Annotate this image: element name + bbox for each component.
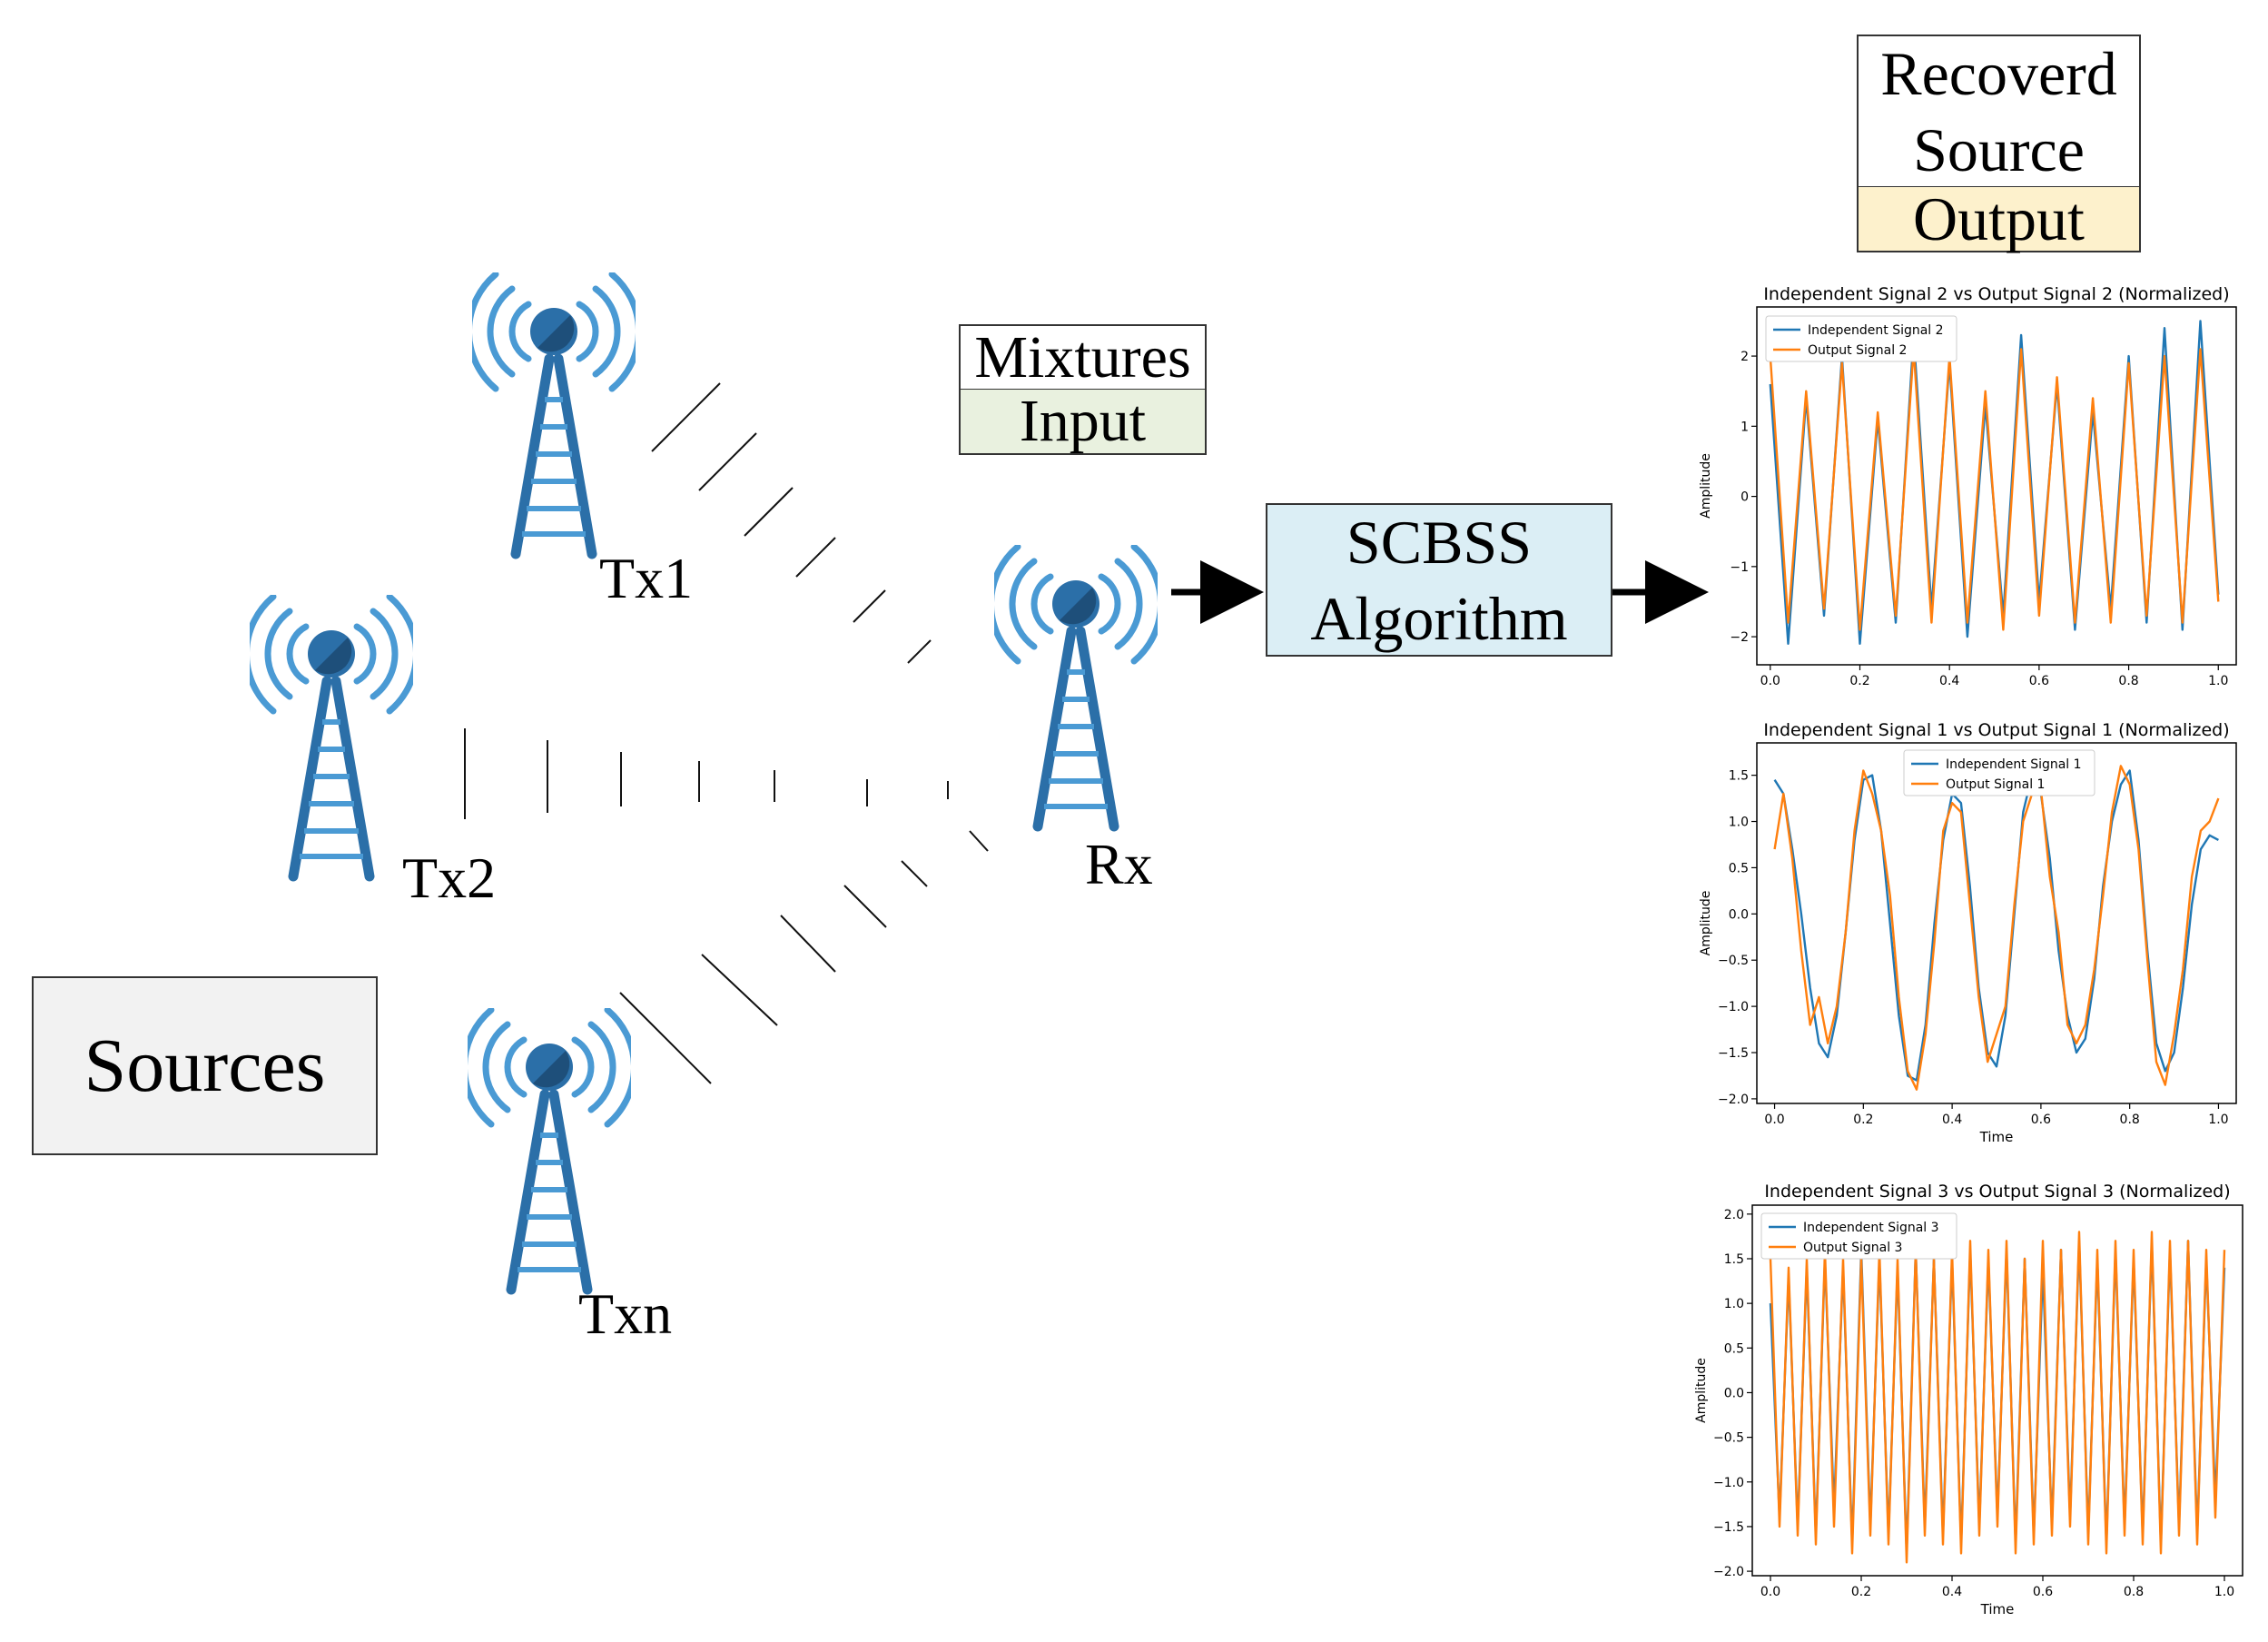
sources-box: Sources xyxy=(32,976,378,1155)
chart-title: Independent Signal 3 vs Output Signal 3 … xyxy=(1764,1182,2230,1202)
y-tick-label: −2.0 xyxy=(1713,1565,1744,1579)
chart-1: Independent Signal 2 vs Output Signal 2 … xyxy=(1699,284,2237,688)
x-tick-label: 0.4 xyxy=(1939,674,1959,688)
y-tick-label: 0.0 xyxy=(1729,907,1749,922)
txn-tower-icon xyxy=(464,1010,634,1290)
algorithm-subtitle: Algorithm xyxy=(1310,583,1568,653)
output-box: Output xyxy=(1857,183,2141,253)
tx1-transmission-path xyxy=(651,382,932,664)
rx-tower-icon xyxy=(991,547,1160,826)
x-tick-label: 0.4 xyxy=(1942,1113,1962,1127)
mixtures-label: Mixtures xyxy=(974,323,1191,391)
txn-label: Txn xyxy=(578,1281,673,1346)
y-tick-label: −2 xyxy=(1730,630,1749,645)
y-tick-label: −1.0 xyxy=(1713,1476,1744,1490)
y-tick-label: 1.5 xyxy=(1724,1252,1744,1267)
y-tick-label: 2 xyxy=(1740,350,1749,364)
x-tick-label: 0.0 xyxy=(1760,674,1780,688)
y-axis-label: Amplitude xyxy=(1699,891,1713,956)
x-tick-label: 0.0 xyxy=(1764,1113,1784,1127)
x-tick-label: 0.6 xyxy=(2031,1113,2051,1127)
input-box: Input xyxy=(959,388,1207,455)
x-axis-label: Time xyxy=(1979,1129,2014,1145)
series-line-2 xyxy=(1769,348,2220,631)
scbss-algorithm-box: SCBSS Algorithm xyxy=(1266,503,1612,657)
x-tick-label: 0.8 xyxy=(2120,1113,2140,1127)
input-label: Input xyxy=(1019,388,1147,454)
x-axis-label: Time xyxy=(1980,1601,2015,1617)
legend-frame xyxy=(1765,315,1957,362)
chart-legend: Independent Signal 3 Output Signal 3 xyxy=(1760,1212,1957,1260)
y-tick-label: 1.0 xyxy=(1724,1297,1744,1311)
y-tick-label: 0.5 xyxy=(1724,1341,1744,1356)
y-tick-label: 1 xyxy=(1740,420,1749,434)
y-tick-label: −0.5 xyxy=(1718,954,1749,968)
x-tick-label: 0.2 xyxy=(1851,1585,1871,1599)
x-tick-label: 0.4 xyxy=(1942,1585,1962,1599)
x-tick-label: 0.8 xyxy=(2124,1585,2144,1599)
chart-title: Independent Signal 2 vs Output Signal 2 … xyxy=(1763,284,2229,304)
y-tick-label: 2.0 xyxy=(1724,1208,1744,1222)
legend-label: Output Signal 1 xyxy=(1946,777,2045,792)
legend-label: Independent Signal 2 xyxy=(1808,323,1944,338)
tx2-transmission-path xyxy=(464,728,949,819)
mixtures-box: Mixtures xyxy=(959,323,1207,391)
series-line-2 xyxy=(1773,765,2220,1091)
x-tick-label: 0.6 xyxy=(2029,674,2049,688)
y-tick-label: −1.0 xyxy=(1718,1000,1749,1014)
chart-title: Independent Signal 1 vs Output Signal 1 … xyxy=(1763,720,2229,740)
y-tick-label: 1.5 xyxy=(1729,769,1749,784)
y-tick-label: 0 xyxy=(1740,490,1749,505)
algorithm-title: SCBSS xyxy=(1346,507,1533,577)
x-tick-label: 0.8 xyxy=(2118,674,2138,688)
recovered-title: Recoverd xyxy=(1880,38,2117,108)
recovered-signal-charts: Independent Signal 2 vs Output Signal 2 … xyxy=(1694,284,2243,1617)
x-tick-label: 1.0 xyxy=(2208,1113,2228,1127)
output-label: Output xyxy=(1913,183,2085,253)
txn-transmission-path xyxy=(619,830,989,1084)
legend-label: Output Signal 2 xyxy=(1808,343,1907,358)
recovered-subtitle: Source xyxy=(1913,114,2085,184)
tx2-label: Tx2 xyxy=(402,846,497,910)
y-tick-label: −0.5 xyxy=(1713,1431,1744,1446)
tx1-tower-icon xyxy=(468,274,638,554)
x-tick-label: 0.2 xyxy=(1853,1113,1873,1127)
legend-label: Independent Signal 3 xyxy=(1803,1221,1939,1235)
y-tick-label: −2.0 xyxy=(1718,1093,1749,1107)
y-tick-label: 0.0 xyxy=(1724,1386,1744,1400)
sources-label: Sources xyxy=(84,1024,326,1108)
series-line-2 xyxy=(1769,1231,2226,1564)
chart-legend: Independent Signal 1 Output Signal 1 xyxy=(1903,749,2095,796)
recovered-source-box: Recoverd Source xyxy=(1857,35,2141,187)
chart-2: Independent Signal 1 vs Output Signal 1 … xyxy=(1699,720,2237,1145)
y-tick-label: −1 xyxy=(1730,560,1749,575)
x-tick-label: 1.0 xyxy=(2208,674,2228,688)
chart-legend: Independent Signal 2 Output Signal 2 xyxy=(1765,315,1957,362)
legend-frame xyxy=(1903,749,2095,796)
y-axis-label: Amplitude xyxy=(1699,453,1713,519)
legend-frame xyxy=(1760,1212,1957,1260)
x-tick-label: 0.0 xyxy=(1760,1585,1780,1599)
rx-label: Rx xyxy=(1085,832,1153,896)
tx2-tower-icon xyxy=(246,597,416,876)
y-tick-label: 0.5 xyxy=(1729,861,1749,875)
legend-label: Output Signal 3 xyxy=(1803,1241,1902,1255)
legend-label: Independent Signal 1 xyxy=(1946,757,2082,772)
y-tick-label: −1.5 xyxy=(1713,1520,1744,1535)
y-axis-label: Amplitude xyxy=(1694,1358,1709,1423)
x-tick-label: 1.0 xyxy=(2214,1585,2234,1599)
x-tick-label: 0.6 xyxy=(2033,1585,2053,1599)
tx1-label: Tx1 xyxy=(599,546,694,610)
y-tick-label: 1.0 xyxy=(1729,816,1749,830)
x-tick-label: 0.2 xyxy=(1849,674,1869,688)
chart-3: Independent Signal 3 vs Output Signal 3 … xyxy=(1694,1182,2243,1617)
y-tick-label: −1.5 xyxy=(1718,1046,1749,1061)
